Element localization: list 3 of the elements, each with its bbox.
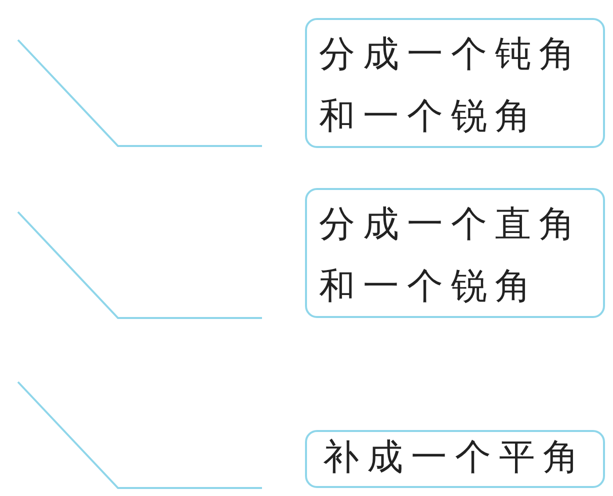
answer-box: 分成一个钝角和一个锐角 xyxy=(305,18,605,148)
answer-box: 分成一个直角和一个锐角 xyxy=(305,188,605,318)
answer-box: 补成一个平角 xyxy=(305,430,605,488)
